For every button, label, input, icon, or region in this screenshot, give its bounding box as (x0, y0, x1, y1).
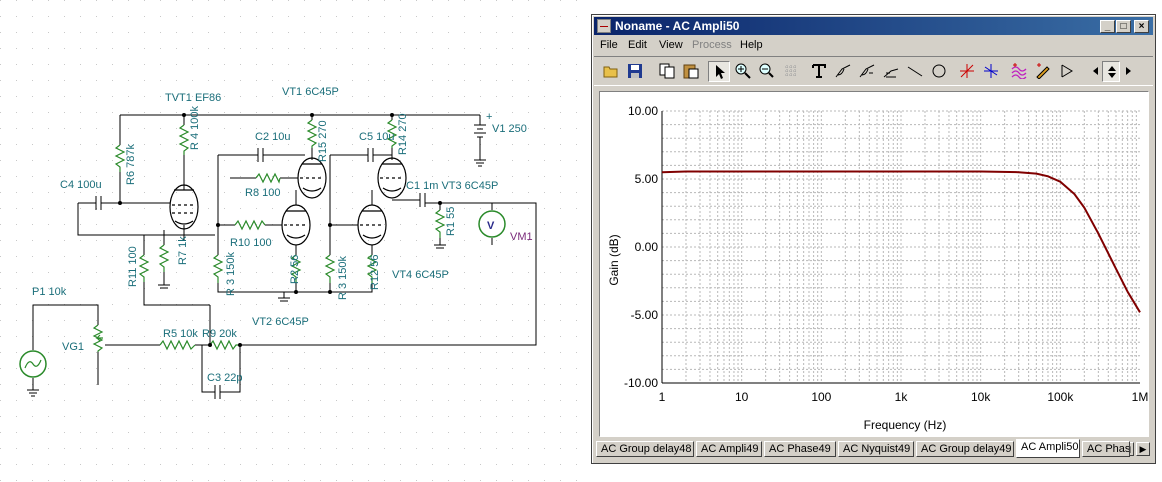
menu-view[interactable]: View (659, 39, 683, 51)
y-tick-label: -5.00 (631, 308, 659, 322)
label-r8: R8 100 (245, 187, 280, 199)
app-icon (597, 19, 611, 33)
chart-grid (661, 110, 1140, 384)
label-vm1: VM1 (510, 231, 533, 243)
tab-ac-group-delay49[interactable]: AC Group delay49 (916, 441, 1014, 457)
label-r10: R10 100 (230, 237, 272, 249)
menu-edit[interactable]: Edit (628, 39, 647, 51)
zoom-100-icon[interactable] (756, 61, 778, 82)
arrow-icon[interactable] (1056, 61, 1078, 82)
label-r14: R14 270 (397, 113, 409, 155)
open-icon[interactable] (600, 61, 622, 82)
right-icon[interactable] (1120, 61, 1134, 82)
label3-icon[interactable] (880, 61, 902, 82)
x-tick-label: 10 (735, 390, 749, 404)
maximize-button[interactable]: □ (1116, 20, 1131, 33)
toolbar (594, 56, 1153, 86)
label-r5: R5 10k (163, 328, 198, 340)
label2-icon[interactable] (856, 61, 878, 82)
pointer-icon[interactable] (708, 61, 730, 82)
y-axis-label: Gain (dB) (607, 234, 621, 285)
label-r12: R12 56 (369, 255, 381, 290)
x-tick-label: 100k (1047, 390, 1074, 404)
updown-icon[interactable] (1102, 61, 1120, 82)
paste-icon[interactable] (680, 61, 702, 82)
label-vt4: VT4 6C45P (392, 269, 449, 281)
label-r11: R11 100 (127, 246, 139, 287)
x-tick-label: 10k (971, 390, 991, 404)
tab-ac-nyquist49[interactable]: AC Nyquist49 (838, 441, 914, 457)
tab-ac-ampli49[interactable]: AC Ampli49 (696, 441, 762, 457)
x-tick-label: 1k (895, 390, 909, 404)
analysis-window: Noname - AC Ampli50 _ □ × File Edit View… (591, 14, 1156, 464)
zoom-in-icon[interactable] (732, 61, 754, 82)
menu-file[interactable]: File (600, 39, 618, 51)
label-c1-vt3: C1 1m VT3 6C45P (406, 180, 498, 192)
label-r3b: R 3 150k (337, 255, 349, 300)
x-tick-label: 100 (811, 390, 831, 404)
tab-ac-phase49[interactable]: AC Phase49 (764, 441, 836, 457)
text-icon[interactable] (808, 61, 830, 82)
label-r15: R15 270 (317, 120, 329, 162)
label-battery-plus: + (486, 111, 492, 123)
menu-bar: File Edit View Process Help (594, 36, 1153, 54)
grid-icon[interactable] (780, 61, 802, 82)
label-c5: C5 10u (359, 131, 394, 143)
label-v1: V1 250 (492, 123, 527, 135)
minimize-button[interactable]: _ (1100, 20, 1115, 33)
label-r1: R1 55 (445, 207, 457, 236)
close-button[interactable]: × (1134, 20, 1149, 33)
left-icon[interactable] (1088, 61, 1102, 82)
y-tick-label: 0.00 (635, 240, 659, 254)
tab-ac-phas[interactable]: AC Phas (1082, 441, 1130, 457)
line-icon[interactable] (904, 61, 926, 82)
window-title: Noname - AC Ampli50 (615, 19, 740, 33)
cursor-a-icon[interactable] (956, 61, 978, 82)
waveform-icon[interactable] (1008, 61, 1030, 82)
gain-curve (661, 170, 1141, 313)
title-bar[interactable]: Noname - AC Ampli50 _ □ × (594, 17, 1153, 35)
menu-process[interactable]: Process (692, 39, 732, 51)
label-vt1: VT1 6C45P (282, 86, 339, 98)
schematic-canvas[interactable]: TVT1 EF86 VT1 6C45P V1 250 + C2 10u C5 1… (0, 0, 590, 482)
copy-icon[interactable] (656, 61, 678, 82)
pen-icon[interactable] (1032, 61, 1054, 82)
label-vg1: VG1 (62, 341, 84, 353)
label-tvt1: TVT1 EF86 (165, 92, 221, 104)
save-icon[interactable] (624, 61, 646, 82)
label-c4: C4 100u (60, 179, 102, 191)
label-c3: C3 22p (207, 372, 242, 384)
label-r3a: R 3 150k (225, 251, 237, 296)
label-p1: P1 10k (32, 286, 67, 298)
cursor-b-icon[interactable] (980, 61, 1002, 82)
gain-chart[interactable]: 10.00 5.00 0.00 -5.00 -10.001 10 100 1k 10k 100k 1… (600, 92, 1148, 436)
x-tick-label: 1 (659, 390, 666, 404)
label-r4: R 4 100k (189, 105, 201, 150)
x-tick-label: 1M (1132, 390, 1148, 404)
y-tick-label: 5.00 (635, 172, 659, 186)
tab-ac-ampli50[interactable]: AC Ampli50 (1016, 439, 1080, 458)
circle-icon[interactable] (928, 61, 950, 82)
tab-scroll-right-button[interactable]: ▶ (1136, 442, 1150, 456)
tab-ac-group-delay48[interactable]: AC Group delay48 (596, 441, 694, 457)
label-c2: C2 10u (255, 131, 290, 143)
label-r7: R7 1k (177, 236, 189, 265)
y-tick-label: -10.00 (624, 376, 658, 390)
y-tick-label: 10.00 (628, 104, 658, 118)
x-axis-label: Frequency (Hz) (864, 418, 947, 432)
meter-symbol: V (487, 220, 495, 232)
label-r9: R9 20k (202, 328, 237, 340)
label-r2: R2 56 (289, 255, 301, 284)
label-icon[interactable] (832, 61, 854, 82)
label-vt2: VT2 6C45P (252, 316, 309, 328)
menu-help[interactable]: Help (740, 39, 763, 51)
label-r6: R6 787k (125, 144, 137, 185)
